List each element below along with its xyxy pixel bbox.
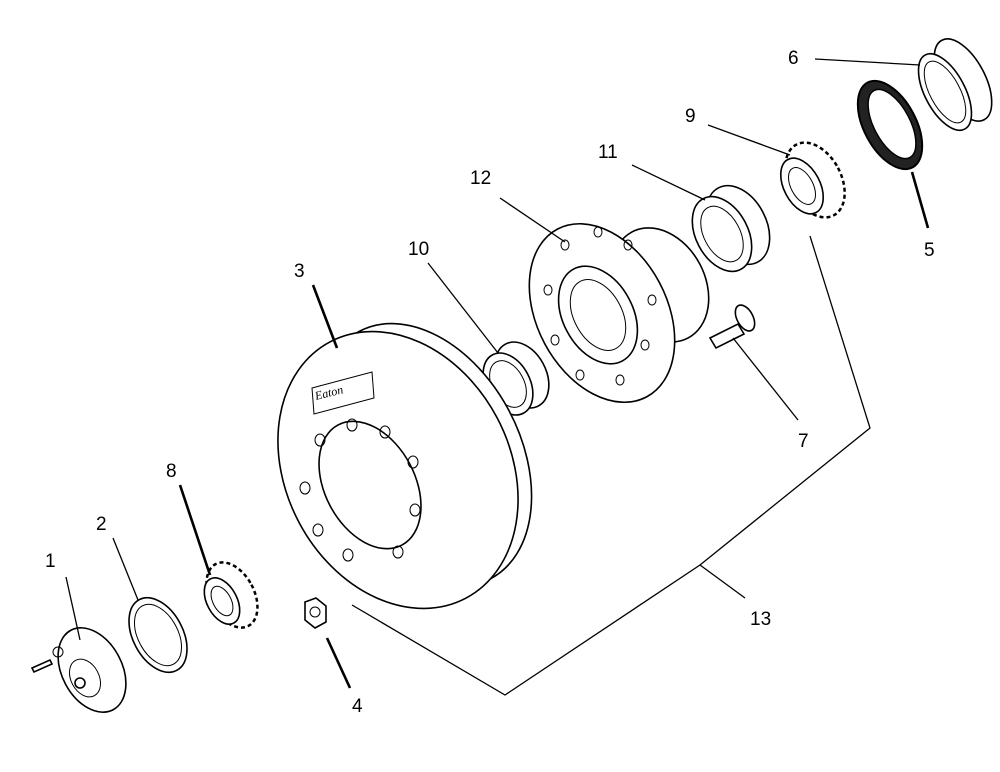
callout-6: 6 bbox=[788, 48, 799, 69]
part-5-oil-seal bbox=[856, 79, 924, 171]
part-1-hub-cap bbox=[30, 627, 127, 713]
callout-5: 5 bbox=[924, 240, 935, 261]
drum-brand-label: Eaton bbox=[312, 382, 344, 403]
callout-11: 11 bbox=[598, 142, 618, 163]
callout-labels: 1 2 8 3 4 10 12 11 9 6 5 7 13 bbox=[45, 48, 935, 717]
callout-1: 1 bbox=[45, 551, 56, 572]
part-3-brake-drum: Eaton bbox=[277, 322, 533, 610]
callout-12: 12 bbox=[470, 168, 491, 189]
part-9-cone-bearing bbox=[779, 141, 846, 219]
part-12-hub bbox=[528, 222, 710, 404]
callout-2: 2 bbox=[96, 514, 107, 535]
part-7-wheel-stud bbox=[708, 304, 756, 350]
part-2-gasket bbox=[128, 596, 188, 674]
callout-9: 9 bbox=[685, 106, 696, 127]
callout-10: 10 bbox=[408, 239, 429, 260]
part-10-bearing-cup bbox=[482, 341, 550, 416]
part-6-bearing-cup bbox=[917, 38, 993, 132]
callout-4: 4 bbox=[352, 696, 363, 717]
callout-13: 13 bbox=[750, 609, 771, 630]
callout-7: 7 bbox=[798, 431, 809, 452]
part-4-wheel-nut bbox=[304, 597, 327, 629]
leader-lines bbox=[65, 58, 930, 696]
part-11-bearing-cup bbox=[691, 184, 771, 273]
callout-3: 3 bbox=[294, 261, 305, 282]
part-8-cone-bearing bbox=[203, 561, 259, 629]
callout-8: 8 bbox=[166, 461, 177, 482]
